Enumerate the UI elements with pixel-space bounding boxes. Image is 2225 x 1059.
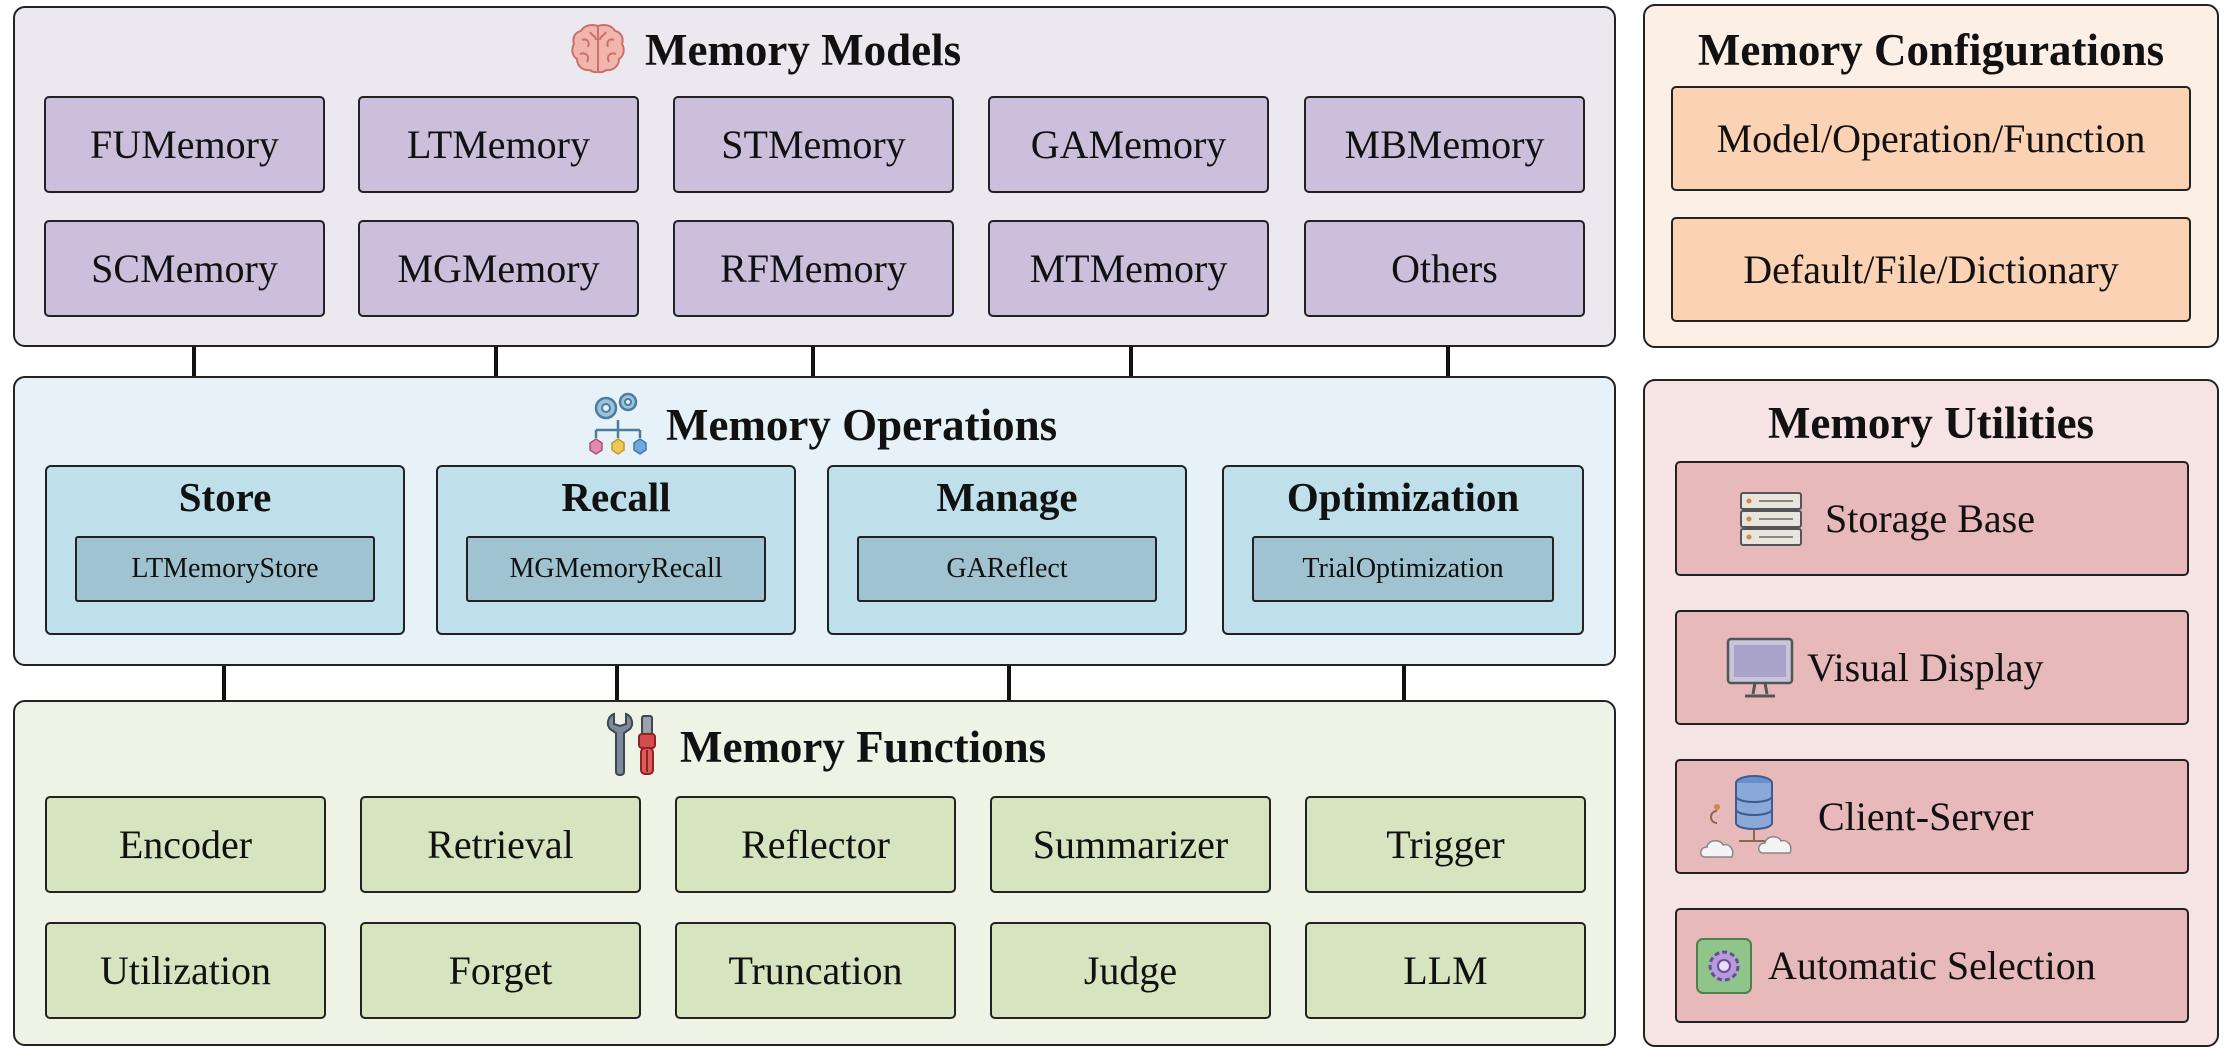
utility-client-server: Client-Server	[1675, 759, 2189, 874]
function-box: Encoder	[45, 796, 326, 893]
operation-group-optimization: Optimization TrialOptimization	[1222, 465, 1584, 635]
configuration-box: Default/File/Dictionary	[1671, 217, 2191, 322]
function-box: Summarizer	[990, 796, 1271, 893]
server-rack-icon	[1740, 492, 1802, 546]
operation-group-title: Optimization	[1286, 474, 1520, 520]
memory-operations-title: Memory Operations	[666, 400, 1058, 450]
operation-item: GAReflect	[857, 536, 1157, 602]
utility-label: Storage Base	[1825, 496, 2035, 541]
function-box: Truncation	[675, 922, 956, 1019]
model-box: RFMemory	[673, 220, 954, 317]
model-box: STMemory	[673, 96, 954, 193]
operation-group-title: Manage	[936, 474, 1078, 520]
configuration-box: Model/Operation/Function	[1671, 86, 2191, 191]
operation-group-manage: Manage GAReflect	[827, 465, 1187, 635]
operation-group-recall: Recall MGMemoryRecall	[436, 465, 796, 635]
utility-label: Client-Server	[1818, 794, 2034, 839]
model-box: LTMemory	[358, 96, 639, 193]
model-box: MTMemory	[988, 220, 1269, 317]
utility-label: Automatic Selection	[1768, 943, 2096, 988]
memory-models-title: Memory Models	[645, 25, 962, 75]
function-box: Reflector	[675, 796, 956, 893]
function-box: Utilization	[45, 922, 326, 1019]
gear-chip-icon	[1696, 938, 1752, 994]
model-box: MBMemory	[1304, 96, 1585, 193]
utility-storage-base: Storage Base	[1675, 461, 2189, 576]
operation-group-title: Recall	[561, 474, 671, 520]
utility-visual-display: Visual Display	[1675, 610, 2189, 725]
operation-item: MGMemoryRecall	[466, 536, 766, 602]
wrench-screwdriver-icon	[606, 712, 656, 776]
model-box: MGMemory	[358, 220, 639, 317]
database-cloud-icon	[1700, 775, 1792, 858]
monitor-icon	[1726, 637, 1794, 698]
function-box: LLM	[1305, 922, 1586, 1019]
function-box: Judge	[990, 922, 1271, 1019]
function-box: Retrieval	[360, 796, 641, 893]
model-box: Others	[1304, 220, 1585, 317]
operation-group-title: Store	[178, 474, 272, 520]
memory-utilities-title: Memory Utilities	[1767, 398, 2095, 448]
model-box: SCMemory	[44, 220, 325, 317]
utility-automatic-selection: Automatic Selection	[1675, 908, 2189, 1023]
operation-item: LTMemoryStore	[75, 536, 375, 602]
brain-icon	[571, 24, 625, 74]
memory-functions-title: Memory Functions	[680, 722, 1047, 772]
memory-configurations-title: Memory Configurations	[1697, 25, 2165, 75]
operation-group-store: Store LTMemoryStore	[45, 465, 405, 635]
model-box: GAMemory	[988, 96, 1269, 193]
utility-label: Visual Display	[1807, 645, 2044, 690]
function-box: Trigger	[1305, 796, 1586, 893]
function-box: Forget	[360, 922, 641, 1019]
operation-item: TrialOptimization	[1252, 536, 1554, 602]
operations-hierarchy-icon	[589, 392, 647, 455]
model-box: FUMemory	[44, 96, 325, 193]
